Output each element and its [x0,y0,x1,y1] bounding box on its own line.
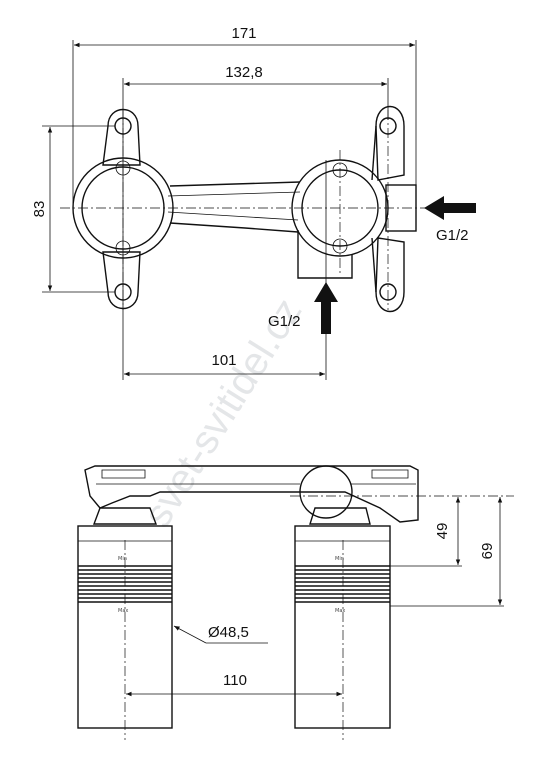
right-valve-body [291,159,417,279]
dim-83-label: 83 [31,201,48,218]
body-plate-side [84,465,514,523]
dimension-height: 83 [31,127,53,291]
inlet-right-label: G1/2 [436,227,469,244]
right-sleeve-min-mark: Min [335,556,344,562]
dim-110-label: 110 [223,672,247,689]
dim-171-label: 171 [231,25,256,42]
dim-49-label: 49 [434,523,451,540]
dim-69-label: 69 [479,543,496,560]
inlet-bottom-label: G1/2 [268,313,301,330]
dim-101-label: 101 [211,352,236,369]
top-view: 171 132,8 83 101 [31,25,476,380]
dimension-hole-spacing: 132,8 [124,64,387,87]
bridge-pipe [167,181,301,233]
dim-diameter-label: Ø48,5 [208,624,249,641]
right-sleeve-max-mark: Max [335,608,345,614]
right-sleeve: Min Max [294,507,391,740]
left-valve-body [72,157,174,259]
left-sleeve: Min Max [77,507,173,740]
side-view: Min Max Min [77,465,514,740]
right-bracket [371,106,405,312]
dimension-depth-max: 69 [479,497,503,605]
left-sleeve-max-mark: Max [118,608,128,614]
inlet-right-arrow: G1/2 [424,196,476,244]
inlet-bottom-arrow: G1/2 [268,282,338,334]
dimension-center-spacing: 101 [124,352,325,377]
right-sleeve-ribs [295,565,390,603]
dim-132-8-label: 132,8 [225,64,263,81]
dimension-diameter: Ø48,5 [173,624,268,644]
dimension-depth-min: 49 [434,497,461,565]
dimension-overall-width: 171 [74,25,415,48]
left-bracket [102,109,141,309]
dimension-sleeve-spacing: 110 [126,672,342,697]
left-sleeve-min-mark: Min [118,556,127,562]
